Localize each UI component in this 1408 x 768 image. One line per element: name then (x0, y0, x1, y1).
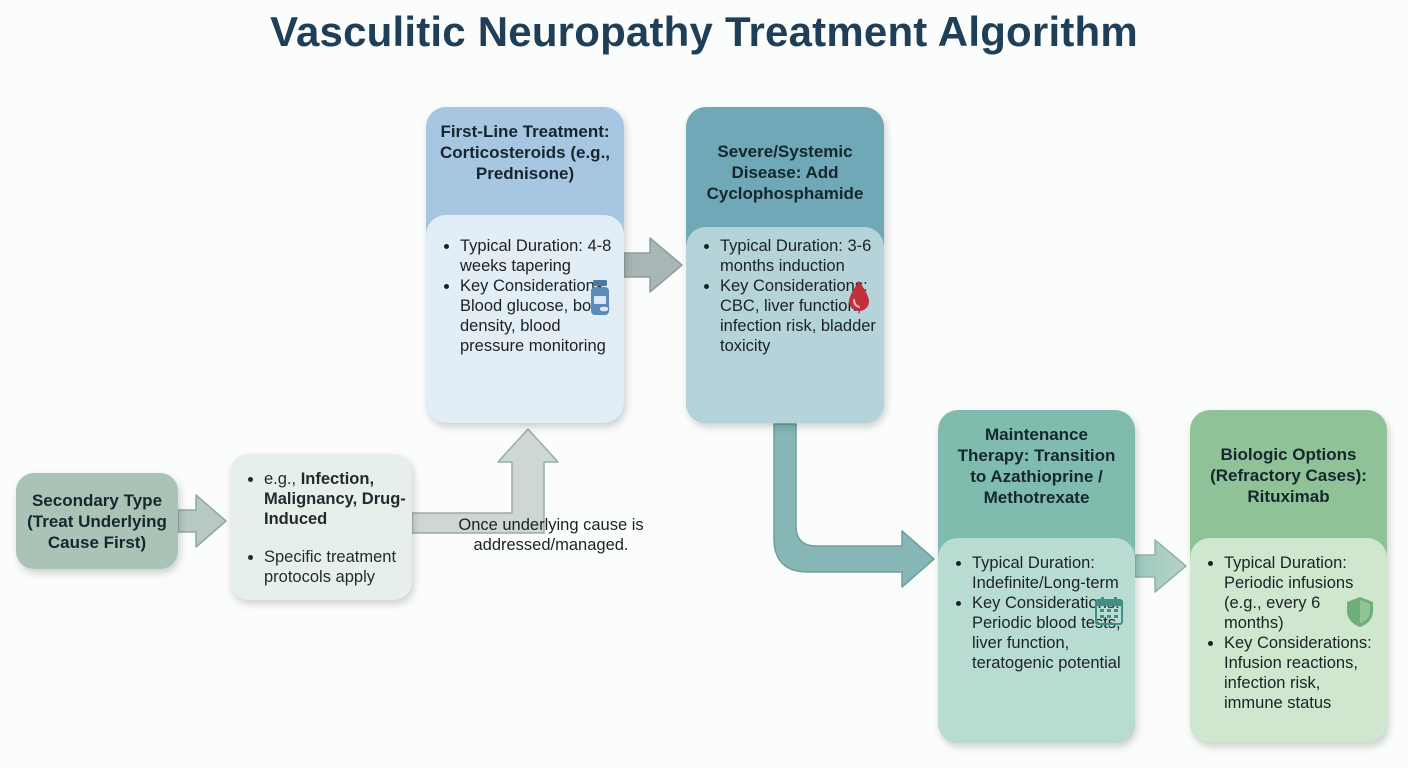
arrow-examples-to-first-line (411, 428, 559, 534)
secondary-examples-box: e.g., Infection, Malignancy, Drug-Induce… (230, 454, 412, 600)
maintenance-duration: Typical Duration: Indefinite/Long-term (972, 553, 1129, 593)
severe-card: Severe/Systemic Disease: Add Cyclophosph… (686, 107, 884, 423)
first-line-details: Typical Duration: 4-8 weeks tapering Key… (426, 215, 624, 423)
maintenance-considerations: Key Considerations: Periodic blood tests… (972, 593, 1129, 673)
shield-icon (1347, 597, 1373, 627)
first-line-considerations: Key Considerations: Blood glucose, bone … (460, 276, 618, 356)
severe-title: Severe/Systemic Disease: Add Cyclophosph… (706, 142, 864, 203)
secondary-type-title: Secondary Type (Treat Underlying Cause F… (27, 490, 167, 552)
first-line-title: First-Line Treatment: Corticosteroids (e… (439, 122, 611, 183)
secondary-examples-item: e.g., Infection, Malignancy, Drug-Induce… (264, 469, 408, 529)
calendar-icon (1095, 597, 1123, 625)
first-line-card: First-Line Treatment: Corticosteroids (e… (426, 107, 624, 423)
maintenance-card: Maintenance Therapy: Transition to Azath… (938, 410, 1135, 743)
biologic-duration: Typical Duration: Periodic infusions (e.… (1224, 553, 1381, 633)
severe-considerations: Key Considerations: CBC, liver function,… (720, 276, 878, 356)
page-title: Vasculitic Neuropathy Treatment Algorith… (270, 8, 1138, 55)
biologic-title: Biologic Options (Refractory Cases): Rit… (1210, 445, 1367, 506)
maintenance-title: Maintenance Therapy: Transition to Azath… (957, 425, 1116, 507)
pill-bottle-icon (591, 280, 610, 315)
transition-note: Once underlying cause is addressed/manag… (458, 516, 644, 554)
severe-duration: Typical Duration: 3-6 months induction (720, 236, 878, 276)
arrow-maintenance-to-biologic (1134, 539, 1187, 593)
maintenance-details: Typical Duration: Indefinite/Long-term K… (938, 538, 1135, 743)
blood-drop-icon (849, 281, 869, 311)
biologic-details: Typical Duration: Periodic infusions (e.… (1190, 538, 1387, 743)
biologic-card: Biologic Options (Refractory Cases): Rit… (1190, 410, 1387, 743)
first-line-duration: Typical Duration: 4-8 weeks tapering (460, 236, 618, 276)
arrow-first-line-to-severe (623, 237, 683, 293)
severe-details: Typical Duration: 3-6 months induction K… (686, 227, 884, 423)
arrow-severe-to-maintenance (773, 423, 935, 588)
biologic-considerations: Key Considerations: Infusion reactions, … (1224, 633, 1381, 713)
secondary-protocols-item: Specific treatment protocols apply (264, 547, 408, 587)
secondary-type-box: Secondary Type (Treat Underlying Cause F… (16, 473, 178, 569)
arrow-secondary-to-examples (177, 494, 227, 548)
